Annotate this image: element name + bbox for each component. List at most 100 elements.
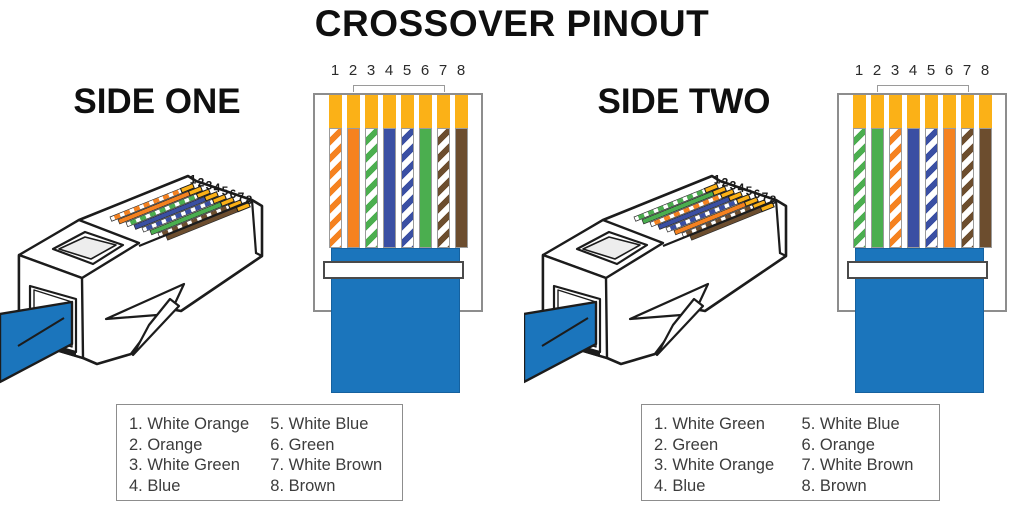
pin-wire (400, 128, 414, 248)
latch-hole-inner (58, 236, 117, 260)
front-pin-number: 1 (854, 62, 864, 79)
pin-wire (870, 128, 884, 248)
pin-contact (364, 95, 378, 128)
pin-wire (328, 128, 342, 248)
legend-item: 2. Orange (129, 435, 203, 454)
side-pin-number: 6 (230, 187, 237, 201)
front-pin-number: 3 (890, 62, 900, 79)
pin-contact (888, 95, 902, 128)
side-pin-number: 7 (762, 190, 769, 204)
pin-wire (852, 128, 866, 248)
wire-bundle (109, 183, 251, 241)
connector-body (313, 93, 483, 312)
body-edge-lines (662, 199, 787, 257)
legend-item: 8. Brown (801, 476, 867, 495)
pin-wire (942, 128, 956, 248)
pin-contact (870, 95, 884, 128)
pin-contact (382, 95, 396, 128)
legend-item: 3. White Green (129, 456, 240, 474)
front-pin-number: 7 (438, 62, 448, 79)
cable-highlight-line (17, 317, 65, 347)
pin-contact (328, 95, 342, 128)
front-pin-number: 5 (926, 62, 936, 79)
diagram-title: CROSSOVER PINOUT (314, 3, 710, 44)
side-pin-number: 4 (738, 181, 745, 195)
front-pin-number: 3 (366, 62, 376, 79)
legend-item: 4. Blue (654, 476, 706, 495)
legend-item: 6. Green (270, 435, 335, 454)
pin-wire (906, 128, 920, 248)
front-pin-number: 8 (980, 62, 990, 79)
legend-item: 6. Orange (801, 435, 875, 454)
cable-highlight-line (541, 317, 589, 347)
cable (524, 300, 598, 384)
legend-item: 5. White Blue (801, 415, 900, 433)
legend-item: 3. White Orange (654, 456, 775, 474)
pin-wire (924, 128, 938, 248)
pin-wire (346, 128, 360, 248)
body-edge-lines (138, 199, 263, 257)
pin-wire (382, 128, 396, 248)
pin-contact (852, 95, 866, 128)
pin-contact (346, 95, 360, 128)
side-pin-number: 7 (238, 190, 245, 204)
side-pin-number: 8 (246, 193, 253, 207)
pin-wire (436, 128, 450, 248)
pin-contact (418, 95, 432, 128)
front-pin-number: 6 (944, 62, 954, 79)
wire-bundle (633, 183, 775, 241)
wire-color-legend-side-two: 1. White Green 2. Green 3. White Orange 4. … (641, 404, 940, 501)
pin-wire (960, 128, 974, 248)
legend-item: 1. White Green (654, 415, 765, 433)
legend-column: 5. White Blue 6. Orange 7. White Brown 8. B… (801, 414, 927, 495)
front-pin-number: 4 (384, 62, 394, 79)
pin-wire (454, 128, 468, 248)
legend-item: 1. White Orange (129, 415, 250, 433)
pin-contact (924, 95, 938, 128)
side-pin-number: 3 (206, 178, 213, 192)
pin-wire (418, 128, 432, 248)
side-pin-number: 5 (222, 184, 229, 198)
side-two-heading: SIDE TWO (597, 82, 771, 121)
pin-wire (364, 128, 378, 248)
pin-contact (454, 95, 468, 128)
front-pin-number: 2 (872, 62, 882, 79)
pin-group-bracket (877, 85, 969, 92)
front-pin-number: 7 (962, 62, 972, 79)
side-pin-number: 6 (754, 187, 761, 201)
front-pin-number: 2 (348, 62, 358, 79)
side-pin-number: 3 (730, 178, 737, 192)
legend-item: 8. Brown (270, 476, 336, 495)
front-pin-number: 8 (456, 62, 466, 79)
strain-relief-bar (323, 261, 464, 279)
side-pin-number: 2 (722, 175, 729, 189)
pin-contact (436, 95, 450, 128)
cable (0, 300, 74, 384)
side-pin-number: 4 (214, 181, 221, 195)
legend-item: 7. White Brown (801, 456, 914, 474)
strain-relief-bar (847, 261, 988, 279)
legend-item: 2. Green (654, 435, 719, 454)
front-pin-number: 1 (330, 62, 340, 79)
latch-hole-inner (582, 236, 641, 260)
pin-group-bracket (353, 85, 445, 92)
legend-item: 5. White Blue (270, 415, 369, 433)
pin-contact (978, 95, 992, 128)
side-pin-number: 8 (770, 193, 777, 207)
legend-column: 1. White Green 2. Green 3. White Orange 4. … (654, 414, 790, 495)
pin-contact (942, 95, 956, 128)
latch-wedge (655, 297, 705, 357)
side-pin-number: 1 (714, 173, 721, 187)
latch-wedge (131, 297, 181, 357)
pin-wire (888, 128, 902, 248)
pin-contact (400, 95, 414, 128)
front-pin-number: 4 (908, 62, 918, 79)
side-pin-number: 5 (746, 184, 753, 198)
